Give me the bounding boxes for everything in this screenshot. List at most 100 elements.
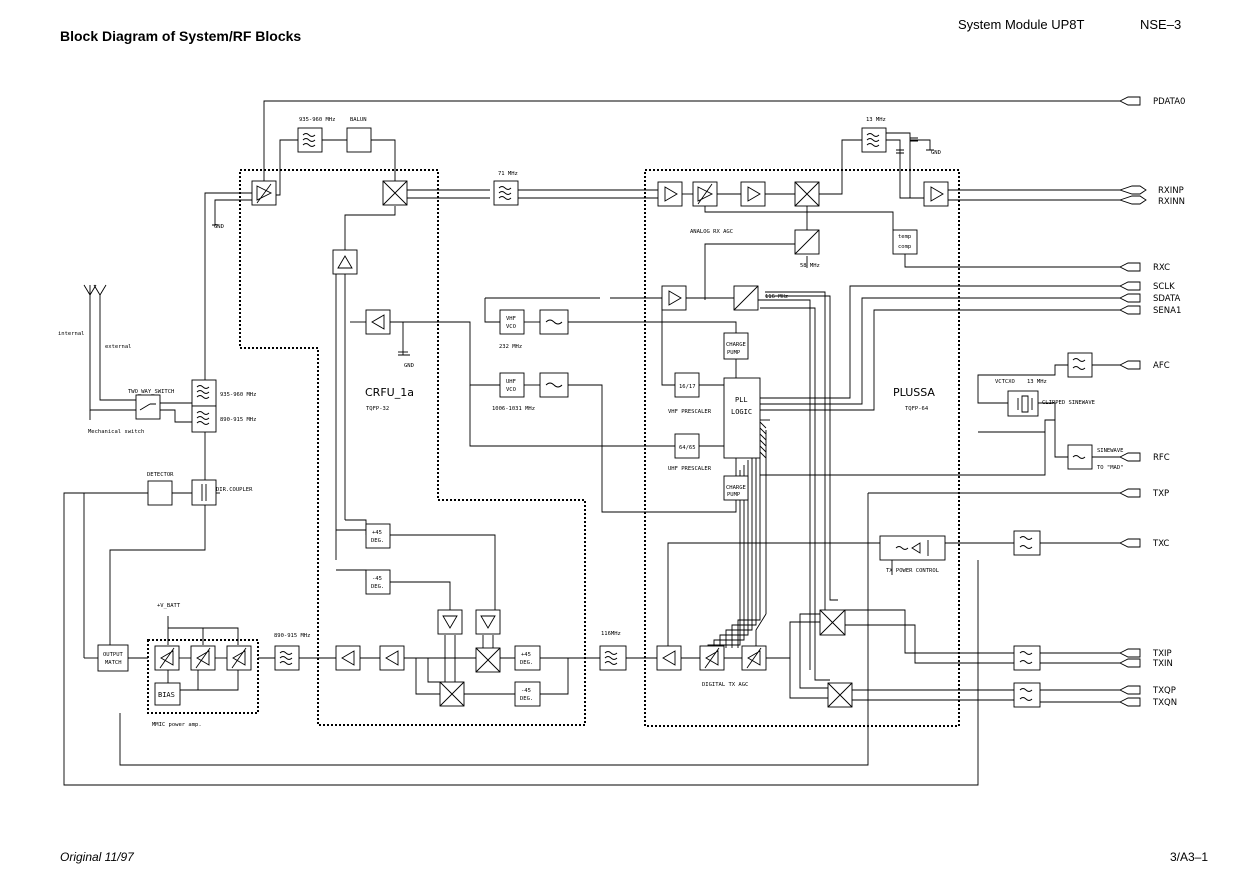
- rx-output-amp: [923, 181, 949, 207]
- gnd-label: GND: [931, 150, 941, 156]
- freq-label: 935-960 MHz: [299, 117, 335, 123]
- gnd-label: GND: [214, 224, 224, 230]
- rf-blocks: [83, 127, 1093, 708]
- pin-label: SCLK: [1153, 282, 1175, 292]
- gnd-label: GND: [404, 363, 414, 369]
- directional-coupler: [191, 479, 217, 506]
- txq-filter: [1013, 682, 1041, 708]
- vco-label: VCO: [506, 324, 516, 330]
- tx-power-control: [879, 535, 946, 561]
- tx-bandpass-filter: [274, 645, 300, 671]
- lo-buffer-amp-2: [365, 309, 391, 335]
- balun-block: [346, 127, 372, 153]
- crfu-chip-name: CRFU_1a: [365, 386, 414, 399]
- tx-power-control-label: TX POWER CONTROL: [886, 568, 940, 574]
- pin-label: RFC: [1153, 453, 1170, 463]
- pin-connectors: [1118, 96, 1147, 707]
- phase-label: DEG.: [371, 584, 384, 590]
- to-mad-label: TO "MAD": [1097, 465, 1124, 471]
- freq-label: 116 MHz: [765, 294, 788, 300]
- balun-label: BALUN: [350, 117, 367, 123]
- footer-date: Original 11/97: [60, 850, 134, 864]
- crfu-chip-outline: [239, 169, 586, 726]
- plussa-chip-outline: [644, 169, 960, 727]
- phase-label: +45: [521, 652, 531, 658]
- txc-filter: [1013, 530, 1041, 556]
- plussa-chip-name: PLUSSA: [893, 386, 935, 399]
- rx-if-amp-1: [657, 181, 683, 207]
- prescaler-ratio: 16/17: [679, 384, 696, 390]
- tx-116mhz-filter: [599, 645, 627, 671]
- output-match-label: MATCH: [105, 660, 122, 666]
- detector-block: [147, 480, 173, 506]
- lo-amp-plussa: [661, 285, 687, 311]
- clipped-sinewave-label: CLIPPED SINEWAVE: [1042, 400, 1095, 406]
- vco-label: VHF: [506, 316, 516, 322]
- freq-label: 116MHz: [601, 631, 621, 637]
- rfc-filter: [1067, 444, 1093, 470]
- pin-label: AFC: [1153, 361, 1170, 371]
- ground-icon: [212, 149, 934, 356]
- vco-label: UHF: [506, 379, 516, 385]
- sinewave-label: SINEWAVE: [1097, 448, 1124, 454]
- tx-driver-amp-1: [335, 645, 361, 671]
- pin-label: TXIN: [1152, 659, 1173, 669]
- capacitor-icon: [896, 149, 904, 154]
- phase-plus45-tx: [514, 645, 541, 671]
- bias-label: BIAS: [158, 691, 175, 699]
- uhf-prescaler: [674, 433, 700, 459]
- uhf-vco-block: [499, 372, 525, 398]
- vbatt-label: +V_BATT: [157, 603, 181, 609]
- charge-pump-label: PUMP: [727, 492, 741, 498]
- bias-block: [154, 682, 181, 706]
- page-title: Block Diagram of System/RF Blocks: [60, 28, 302, 44]
- charge-pump-label: PUMP: [727, 350, 741, 356]
- prescaler-ratio: 64/65: [679, 445, 696, 451]
- pin-label: SENA1: [1153, 306, 1181, 316]
- freq-label: 71 MHz: [498, 171, 518, 177]
- phase-label: +45: [372, 530, 382, 536]
- charge-pump-label: CHARGE: [726, 342, 746, 348]
- prescaler-label: VHF PRESCALER: [668, 409, 712, 415]
- digital-tx-agc-label: DIGITAL TX AGC: [702, 682, 748, 688]
- pin-label: PDATA0: [1153, 97, 1185, 107]
- phase-minus45-rx: [365, 569, 391, 595]
- rx-bandpass-filter: [297, 127, 323, 153]
- module-name: System Module UP8T: [958, 17, 1085, 32]
- output-match-block: [97, 644, 129, 672]
- antenna-label: internal: [58, 331, 85, 337]
- pin-label: RXC: [1153, 263, 1170, 273]
- pin-labels: PDATA0 RXINP RXINN RXC SCLK SDATA SENA1 …: [1152, 97, 1185, 708]
- block-labels: 935-960 MHz BALUN 71 MHz 13 MHz GND GND …: [58, 117, 1124, 728]
- vhf-prescaler: [674, 372, 700, 398]
- vhf-charge-pump: [723, 332, 749, 360]
- mmic-outline: [147, 639, 259, 714]
- two-way-switch: [135, 394, 161, 420]
- plussa-package: TQFP-64: [905, 406, 929, 412]
- phase-label: -45: [521, 688, 531, 694]
- if-71mhz-filter: [493, 180, 519, 206]
- vco-label: VCO: [506, 387, 516, 393]
- freq-label: 890-915 MHz: [220, 417, 256, 423]
- switch-caption: Mechanical switch: [88, 429, 144, 435]
- pin-label: TXQN: [1152, 698, 1177, 708]
- output-match-label: OUTPUT: [103, 652, 124, 658]
- crfu-package: TQFP-32: [366, 406, 389, 412]
- txi-filter: [1013, 645, 1041, 671]
- vctcxo-block: [1007, 390, 1039, 417]
- phase-label: DEG.: [371, 538, 384, 544]
- antenna-label: external: [105, 344, 132, 350]
- analog-rx-agc-label: ANALOG RX AGC: [690, 229, 733, 235]
- phase-minus45-tx: [514, 681, 541, 707]
- document-code: NSE–3: [1140, 17, 1182, 32]
- charge-pump-label: CHARGE: [726, 485, 746, 491]
- freq-label: 13 MHz: [1027, 379, 1047, 385]
- signal-lines: [63, 100, 1120, 786]
- comp-label: comp: [898, 244, 911, 250]
- phase-label: DEG.: [520, 660, 533, 666]
- phase-label: DEG.: [520, 696, 533, 702]
- external-antenna-icon: [93, 284, 107, 296]
- phase-label: -45: [372, 576, 382, 582]
- freq-label: 935-960 MHz: [220, 392, 256, 398]
